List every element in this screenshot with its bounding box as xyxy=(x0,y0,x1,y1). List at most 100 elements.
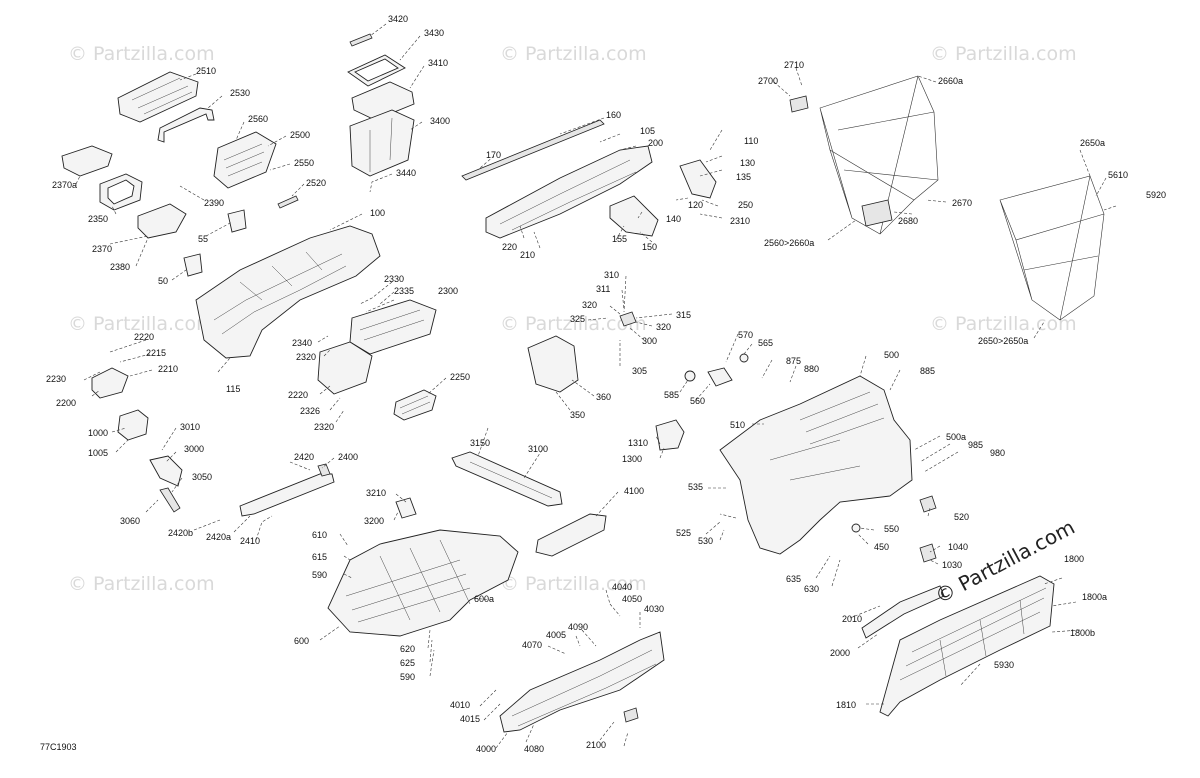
callout-550[interactable]: 550 xyxy=(884,524,899,534)
part-100[interactable] xyxy=(195,225,381,359)
part-1040[interactable] xyxy=(919,543,937,563)
callout-2000[interactable]: 2000 xyxy=(830,648,850,658)
part-2680[interactable] xyxy=(861,199,893,227)
part-600[interactable] xyxy=(327,529,519,637)
callout-4015[interactable]: 4015 xyxy=(460,714,480,724)
callout-2300[interactable]: 2300 xyxy=(438,286,458,296)
callout-2650a[interactable]: 2650a xyxy=(1080,138,1105,148)
callout-2560[interactable]: 2560 xyxy=(248,114,268,124)
callout-2215[interactable]: 2215 xyxy=(146,348,166,358)
part-2510[interactable] xyxy=(117,71,199,123)
part-3400[interactable] xyxy=(349,109,415,177)
callout-510[interactable]: 510 xyxy=(730,420,745,430)
part-3200[interactable] xyxy=(395,497,417,519)
callout-450[interactable]: 450 xyxy=(874,542,889,552)
callout-880[interactable]: 880 xyxy=(804,364,819,374)
callout-1810[interactable]: 1810 xyxy=(836,700,856,710)
callout-150[interactable]: 150 xyxy=(642,242,657,252)
callout-320b[interactable]: 320 xyxy=(656,322,671,332)
callout-635[interactable]: 635 xyxy=(786,574,801,584)
callout-320[interactable]: 320 xyxy=(582,300,597,310)
callout-2220[interactable]: 2220 xyxy=(134,332,154,342)
callout-120[interactable]: 120 xyxy=(688,200,703,210)
callout-2560-2660a[interactable]: 2560>2660a xyxy=(764,238,814,248)
callout-3010[interactable]: 3010 xyxy=(180,422,200,432)
callout-590b[interactable]: 590 xyxy=(400,672,415,682)
callout-311[interactable]: 311 xyxy=(596,284,610,294)
part-550[interactable] xyxy=(851,523,861,533)
callout-4005[interactable]: 4005 xyxy=(546,630,566,640)
callout-3060[interactable]: 3060 xyxy=(120,516,140,526)
part-3410[interactable] xyxy=(351,81,415,121)
callout-885[interactable]: 885 xyxy=(920,366,935,376)
part-2320[interactable] xyxy=(317,341,373,395)
callout-600a[interactable]: 600a xyxy=(474,594,494,604)
part-130[interactable] xyxy=(679,159,717,199)
part-2370[interactable] xyxy=(137,203,187,239)
callout-2010[interactable]: 2010 xyxy=(842,614,862,624)
part-2300[interactable] xyxy=(349,299,437,355)
callout-2335[interactable]: 2335 xyxy=(394,286,414,296)
callout-4030[interactable]: 4030 xyxy=(644,604,664,614)
callout-2650-2650a[interactable]: 2650>2650a xyxy=(978,336,1028,346)
callout-3400[interactable]: 3400 xyxy=(430,116,450,126)
callout-2410[interactable]: 2410 xyxy=(240,536,260,546)
callout-360[interactable]: 360 xyxy=(596,392,611,402)
callout-2370[interactable]: 2370 xyxy=(92,244,112,254)
callout-2100[interactable]: 2100 xyxy=(586,740,606,750)
callout-2500[interactable]: 2500 xyxy=(290,130,310,140)
callout-315[interactable]: 315 xyxy=(676,310,691,320)
callout-3420[interactable]: 3420 xyxy=(388,14,408,24)
part-50[interactable] xyxy=(183,253,203,277)
callout-620[interactable]: 620 xyxy=(400,644,415,654)
part-2700[interactable] xyxy=(789,95,809,113)
callout-5930[interactable]: 5930 xyxy=(994,660,1014,670)
callout-2350[interactable]: 2350 xyxy=(88,214,108,224)
callout-2380[interactable]: 2380 xyxy=(110,262,130,272)
callout-985[interactable]: 985 xyxy=(968,440,983,450)
part-3050[interactable] xyxy=(159,487,181,513)
callout-3100[interactable]: 3100 xyxy=(528,444,548,454)
callout-2510[interactable]: 2510 xyxy=(196,66,216,76)
callout-1005[interactable]: 1005 xyxy=(88,448,108,458)
callout-3430[interactable]: 3430 xyxy=(424,28,444,38)
part-560[interactable] xyxy=(707,367,733,387)
callout-55[interactable]: 55 xyxy=(198,234,208,244)
callout-50[interactable]: 50 xyxy=(158,276,168,286)
callout-2680[interactable]: 2680 xyxy=(898,216,918,226)
callout-3000[interactable]: 3000 xyxy=(184,444,204,454)
callout-610[interactable]: 610 xyxy=(312,530,327,540)
callout-525[interactable]: 525 xyxy=(676,528,691,538)
callout-2420a[interactable]: 2420a xyxy=(206,532,231,542)
callout-615[interactable]: 615 xyxy=(312,552,327,562)
callout-1310[interactable]: 1310 xyxy=(628,438,648,448)
part-350[interactable] xyxy=(527,335,579,393)
callout-2370a[interactable]: 2370a xyxy=(52,180,77,190)
part-2200[interactable] xyxy=(91,367,129,399)
callout-500a[interactable]: 500a xyxy=(946,432,966,442)
callout-2670[interactable]: 2670 xyxy=(952,198,972,208)
callout-220[interactable]: 220 xyxy=(502,242,517,252)
callout-2420[interactable]: 2420 xyxy=(294,452,314,462)
callout-3210[interactable]: 3210 xyxy=(366,488,386,498)
callout-1800b[interactable]: 1800b xyxy=(1070,628,1095,638)
callout-110[interactable]: 110 xyxy=(744,136,758,146)
part-3000[interactable] xyxy=(149,455,183,487)
callout-3200[interactable]: 3200 xyxy=(364,516,384,526)
callout-2710[interactable]: 2710 xyxy=(784,60,804,70)
part-2350[interactable] xyxy=(99,173,143,211)
part-585[interactable] xyxy=(684,370,696,382)
part-2100[interactable] xyxy=(623,707,639,723)
callout-300[interactable]: 300 xyxy=(642,336,657,346)
callout-2390[interactable]: 2390 xyxy=(204,198,224,208)
callout-3050[interactable]: 3050 xyxy=(192,472,212,482)
callout-305[interactable]: 305 xyxy=(632,366,647,376)
callout-2400[interactable]: 2400 xyxy=(338,452,358,462)
callout-570[interactable]: 570 xyxy=(738,330,753,340)
callout-590[interactable]: 590 xyxy=(312,570,327,580)
part-2250[interactable] xyxy=(393,389,437,421)
callout-350[interactable]: 350 xyxy=(570,410,585,420)
callout-530[interactable]: 530 xyxy=(698,536,713,546)
callout-2230[interactable]: 2230 xyxy=(46,374,66,384)
callout-200[interactable]: 200 xyxy=(648,138,663,148)
